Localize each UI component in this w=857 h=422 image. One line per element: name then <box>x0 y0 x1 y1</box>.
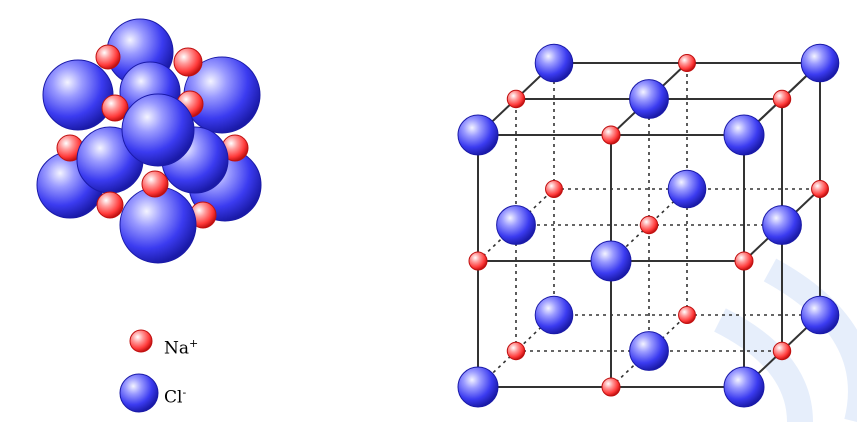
sodium-ion <box>601 125 621 145</box>
chloride-ion <box>723 366 765 408</box>
sodium-ion <box>811 180 829 198</box>
sodium-legend-label: Na+ <box>164 337 199 359</box>
chloride-ion <box>457 114 499 156</box>
chloride-ion <box>723 114 765 156</box>
sodium-ion <box>95 44 121 70</box>
chloride-ion <box>762 205 802 245</box>
chloride-legend-label: Cl- <box>164 386 187 408</box>
unit-cell-lattice <box>457 43 840 408</box>
sodium-ion <box>678 306 696 324</box>
packed-sphere-model <box>36 18 262 264</box>
chloride-ion <box>800 295 840 335</box>
chloride-ion <box>667 169 707 209</box>
sodium-ion <box>506 89 526 109</box>
sodium-ion <box>639 215 659 235</box>
sodium-ion <box>101 94 129 122</box>
chloride-ion <box>629 331 669 371</box>
sodium-ion <box>734 251 754 271</box>
chloride-ion <box>534 295 574 335</box>
chloride-ion <box>42 59 114 131</box>
sodium-ion <box>772 89 792 109</box>
chloride-legend-icon <box>119 373 159 413</box>
chloride-ion <box>119 186 197 264</box>
sodium-ion <box>173 47 203 77</box>
sodium-legend-icon <box>129 329 153 353</box>
sodium-ion <box>506 341 526 361</box>
chloride-ion <box>496 205 536 245</box>
sodium-ion <box>772 341 792 361</box>
legend <box>119 329 159 413</box>
sodium-ion <box>468 251 488 271</box>
chloride-ion <box>121 93 195 167</box>
chloride-ion <box>629 79 669 119</box>
watermark <box>714 258 857 422</box>
sodium-ion <box>96 191 124 219</box>
chloride-ion <box>457 366 499 408</box>
chloride-ion <box>590 240 632 282</box>
chloride-ion <box>800 43 840 83</box>
sodium-ion <box>545 180 563 198</box>
chloride-ion <box>534 43 574 83</box>
sodium-ion <box>601 377 621 397</box>
sodium-ion <box>678 54 696 72</box>
lattice-ions <box>457 43 840 408</box>
sodium-ion <box>141 170 169 198</box>
